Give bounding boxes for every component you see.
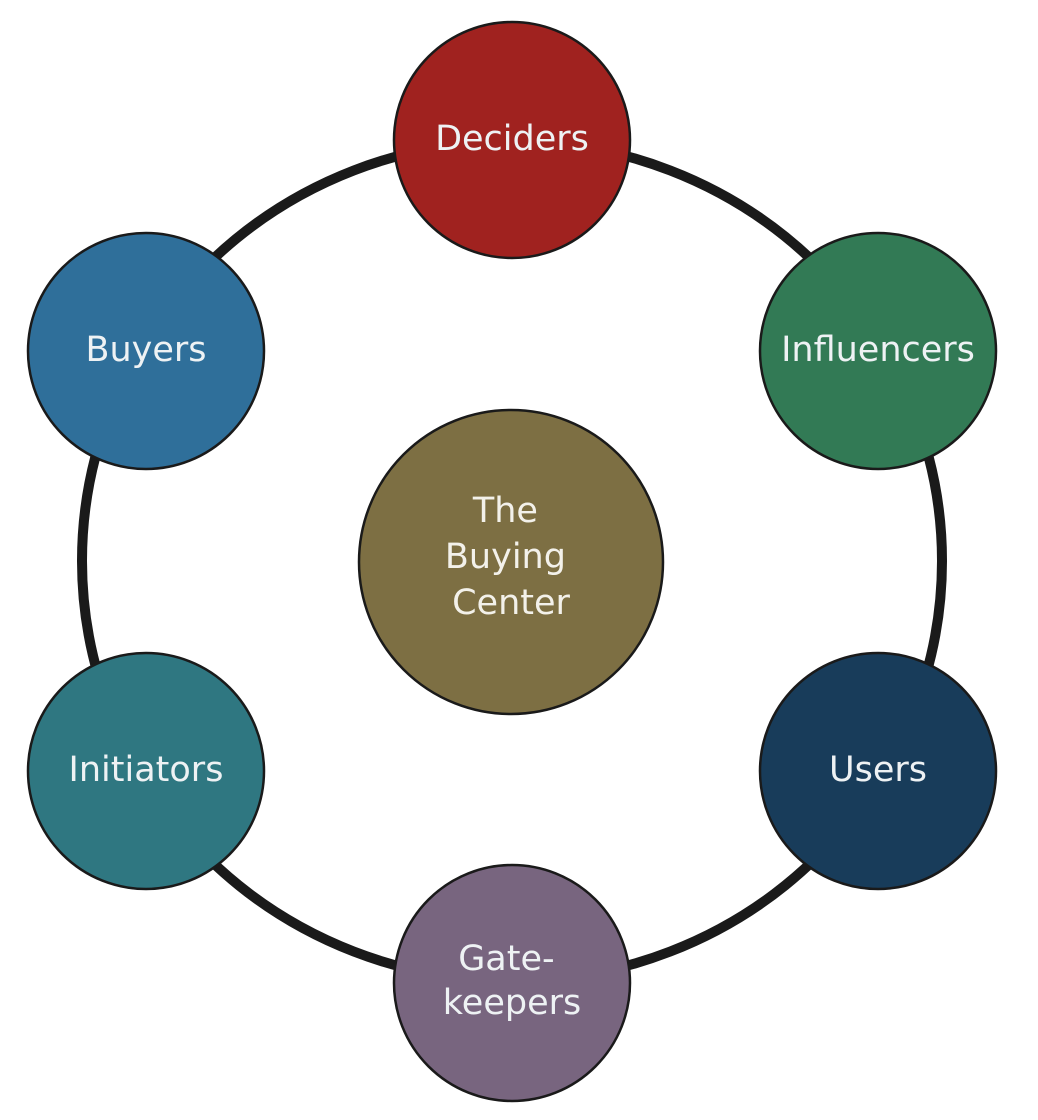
node-label: Initiators: [69, 750, 224, 790]
center-node: The Buying Center: [357, 408, 665, 716]
node-label-line: Deciders: [435, 119, 589, 159]
center-label: The Buying Center: [445, 491, 577, 623]
node-label: Influencers: [781, 330, 975, 370]
node-label-line: Users: [829, 750, 927, 790]
node-label: Gate- keepers: [443, 939, 581, 1023]
node-circle: [758, 651, 998, 891]
node-users: Users: [758, 651, 998, 891]
node-label-line: Influencers: [781, 330, 975, 370]
node-circle: [392, 863, 632, 1103]
node-label-line: Initiators: [69, 750, 224, 790]
node-gatekeepers: Gate- keepers: [392, 863, 632, 1103]
node-initiators: Initiators: [26, 651, 266, 891]
node-buyers: Buyers: [26, 231, 266, 471]
node-label-line: keepers: [443, 983, 581, 1023]
node-circle: [758, 231, 998, 471]
node-label-line: Gate-: [458, 939, 554, 979]
center-label-line: The: [472, 491, 538, 531]
node-circle: [392, 20, 632, 260]
node-label: Users: [829, 750, 927, 790]
node-label: Deciders: [435, 119, 589, 159]
node-label-line: Buyers: [85, 330, 206, 370]
node-influencers: Influencers: [758, 231, 998, 471]
center-label-line: Center: [452, 583, 570, 623]
node-circle: [26, 231, 266, 471]
center-circle: [357, 408, 665, 716]
center-label-line: Buying: [445, 537, 566, 577]
node-deciders: Deciders: [392, 20, 632, 260]
node-label: Buyers: [85, 330, 206, 370]
node-circle: [26, 651, 266, 891]
